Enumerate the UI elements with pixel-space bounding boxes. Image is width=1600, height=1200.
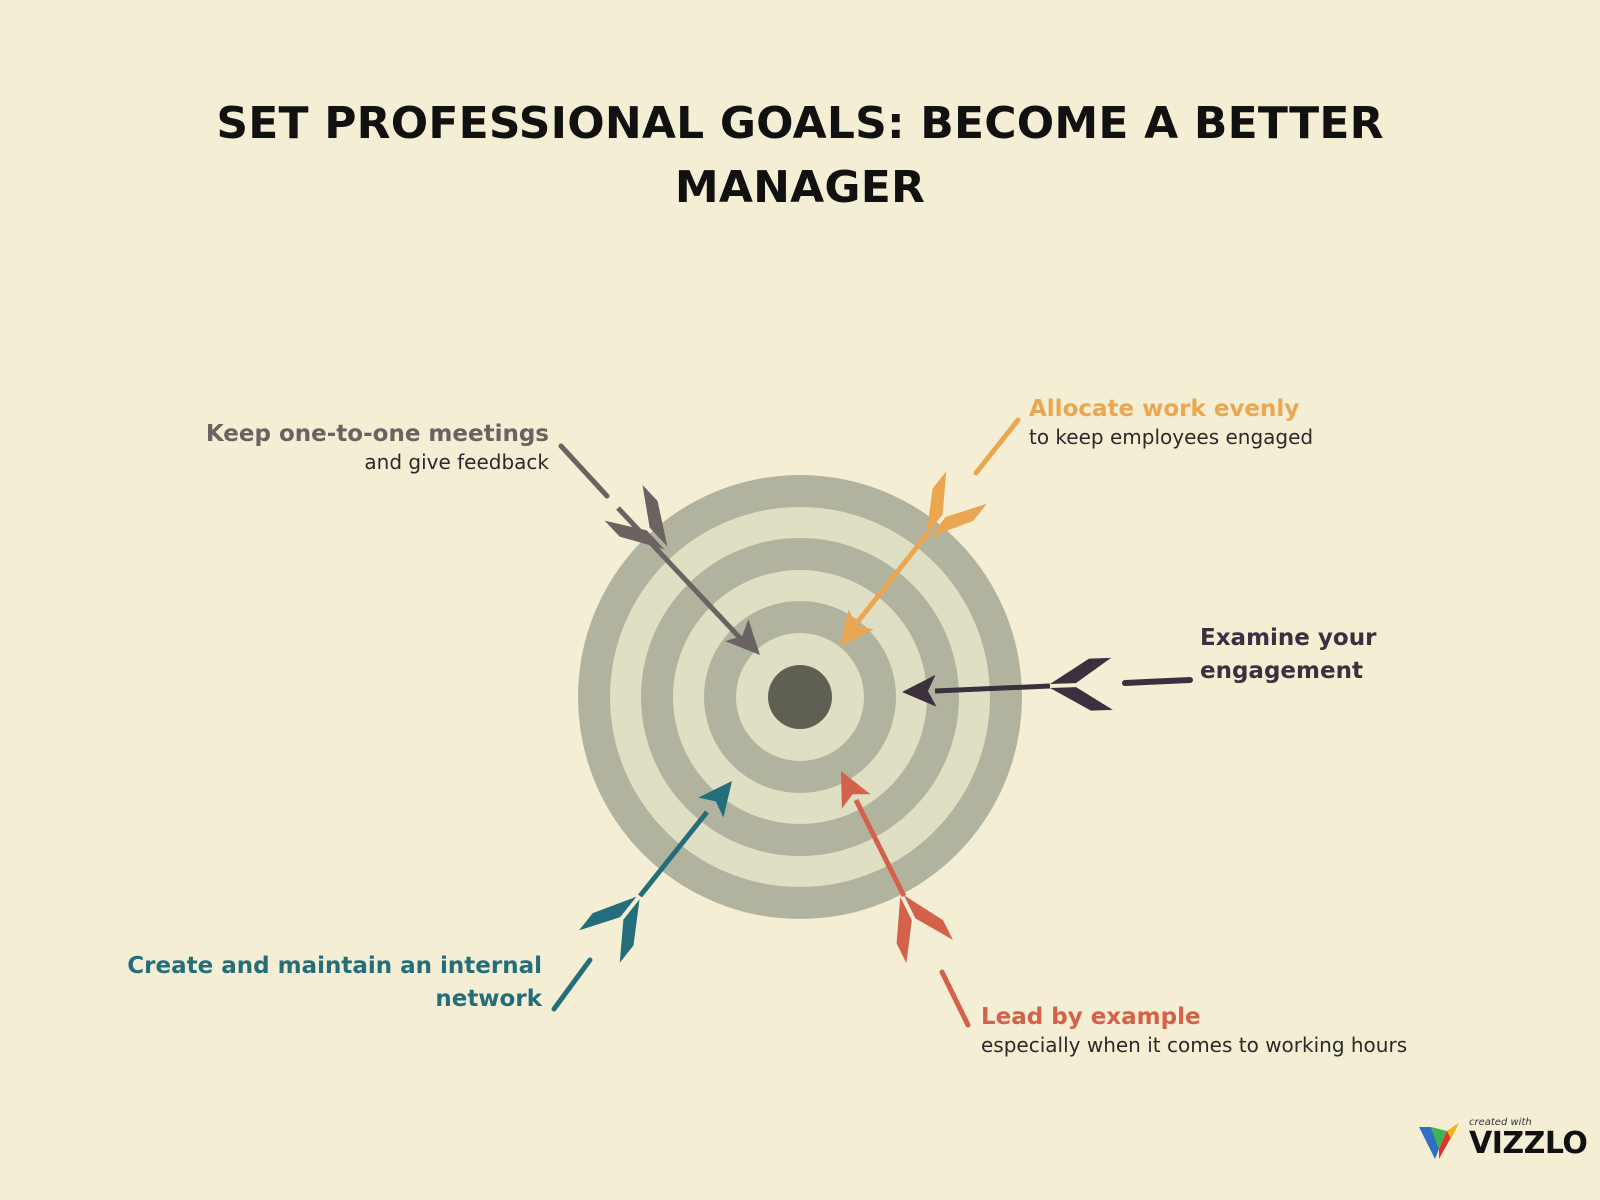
label-network: Create and maintain an internal network [127,950,542,1016]
label-allocate-main: Allocate work evenly [1029,396,1300,422]
arrow-network [551,771,745,1012]
label-examine-main-2: engagement [1200,658,1363,684]
arrow-examine [901,657,1193,712]
arrow-lead [826,763,971,1028]
label-examine: Examine your engagement [1200,622,1376,688]
title-line-1: SET PROFESSIONAL GOALS: BECOME A BETTER [216,98,1384,149]
page-title: SET PROFESSIONAL GOALS: BECOME A BETTER … [0,92,1600,220]
label-lead: Lead by example especially when it comes… [981,1002,1407,1058]
label-examine-main: Examine your [1200,625,1377,651]
arrow-allocate [827,417,1021,656]
label-lead-sub: especially when it comes to working hour… [981,1033,1408,1057]
label-allocate: Allocate work evenly to keep employees e… [1029,394,1313,450]
label-allocate-sub: to keep employees engaged [1029,425,1314,449]
label-one-to-one-main: Keep one-to-one meetings [205,421,549,447]
arrow-one-to-one [558,443,772,666]
bullseye [768,665,832,729]
label-network-main: Create and maintain an internal [127,953,542,979]
logo-brand: VIZZLO [1469,1126,1588,1161]
logo-small-text: created with [1469,1117,1532,1128]
label-lead-main: Lead by example [981,1004,1201,1030]
vizzlo-logo: created with VIZZLO [1417,1117,1588,1165]
label-one-to-one-sub: and give feedback [364,450,549,474]
vizzlo-logo-icon [1419,1123,1459,1159]
label-network-main-2: network [435,986,542,1012]
label-one-to-one: Keep one-to-one meetings and give feedba… [206,419,549,475]
title-line-2: MANAGER [674,162,926,213]
